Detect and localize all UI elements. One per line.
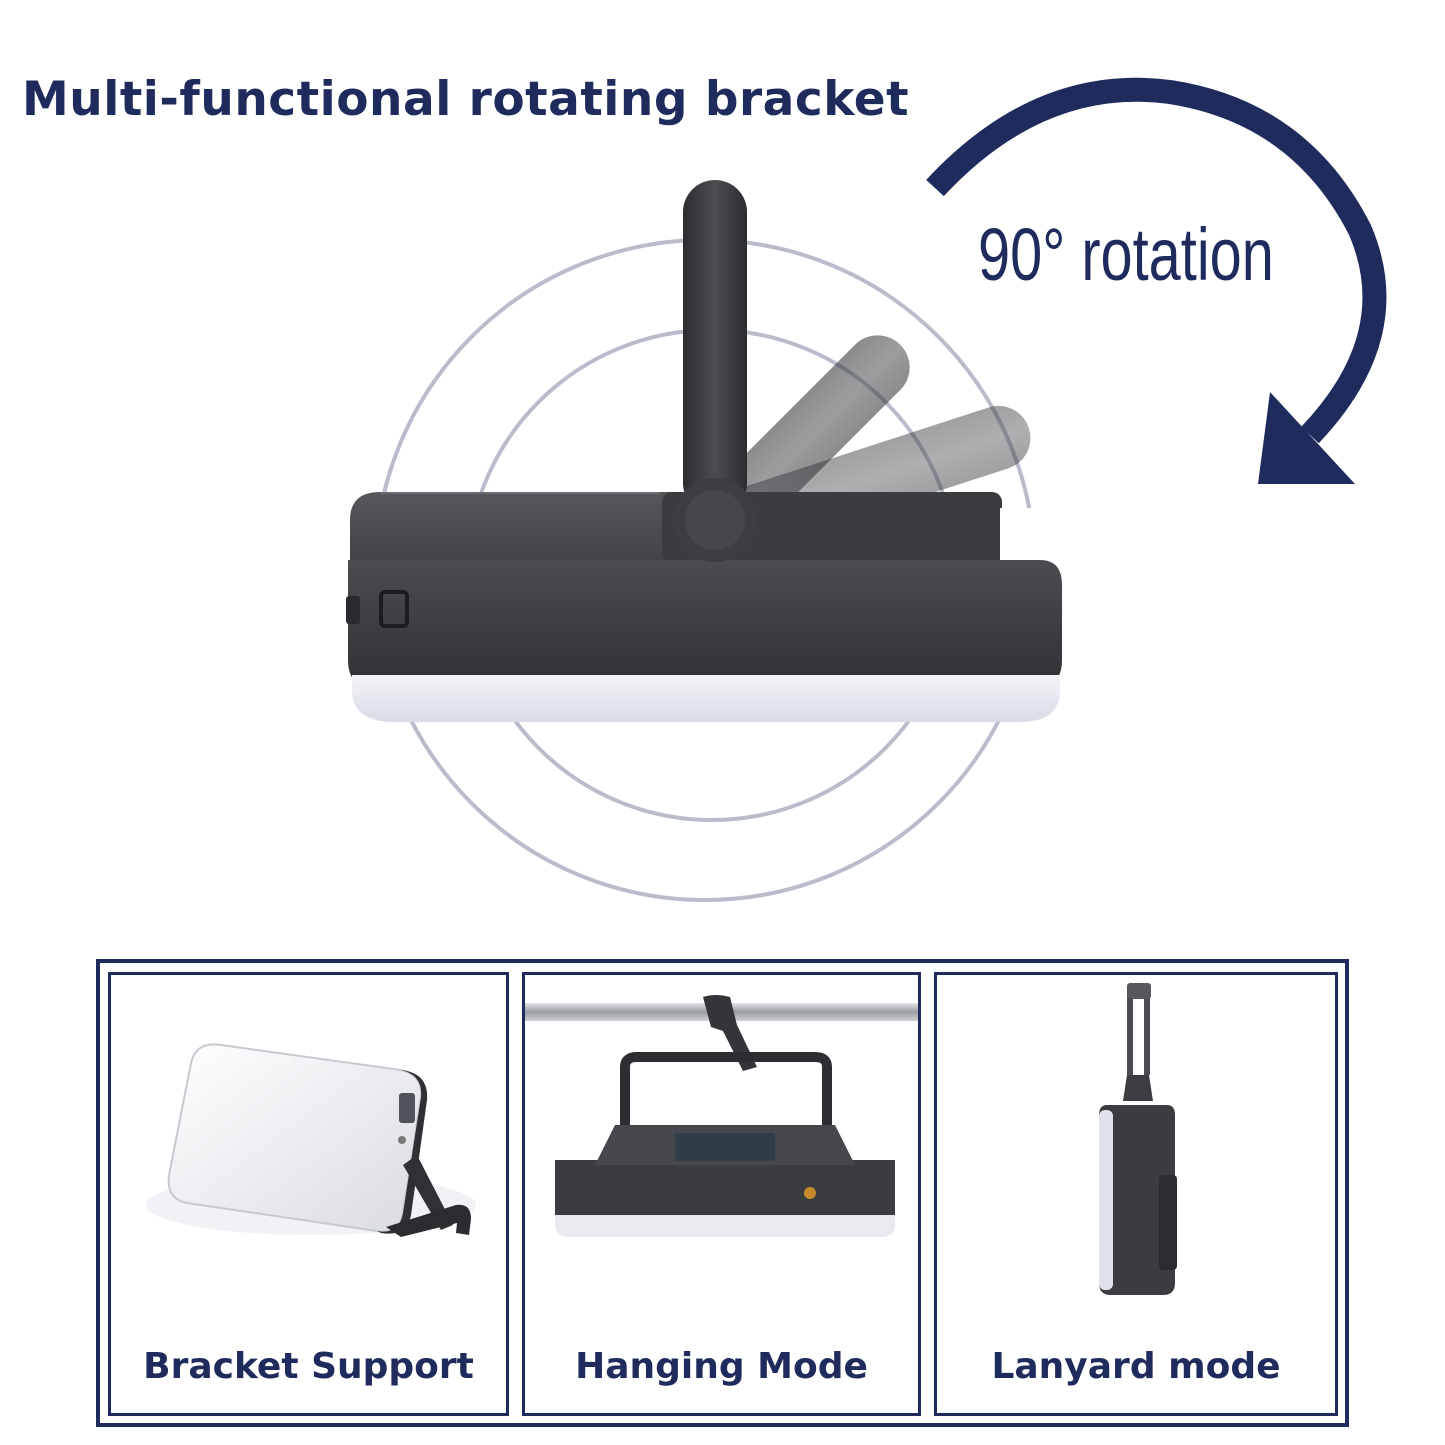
main-illustration (346, 77, 1387, 902)
hanging-mode-photo (525, 995, 918, 1237)
rotation-arrow (926, 77, 1387, 444)
light-panel (352, 675, 1060, 722)
headline: Multi-functional rotating bracket (22, 72, 910, 127)
mode-label-hanging: Hanging Mode (575, 1346, 868, 1387)
side-switch (379, 590, 409, 628)
bracket-support-photo (146, 1043, 476, 1237)
bracket-arm-upright (673, 180, 757, 562)
mode-panel-lanyard: Lanyard mode (934, 972, 1338, 1416)
side-port (346, 596, 360, 624)
mode-label-lanyard: Lanyard mode (991, 1346, 1281, 1387)
rotation-arrow-head (1258, 392, 1355, 484)
mode-panel-hanging: Hanging Mode (522, 972, 921, 1416)
device-body (348, 560, 1062, 690)
lanyard-mode-photo (1099, 983, 1177, 1295)
mode-label-bracket-support: Bracket Support (143, 1346, 474, 1387)
mode-panel-bracket-support: Bracket Support (108, 972, 509, 1416)
rotation-label: 90° rotation (978, 213, 1274, 296)
